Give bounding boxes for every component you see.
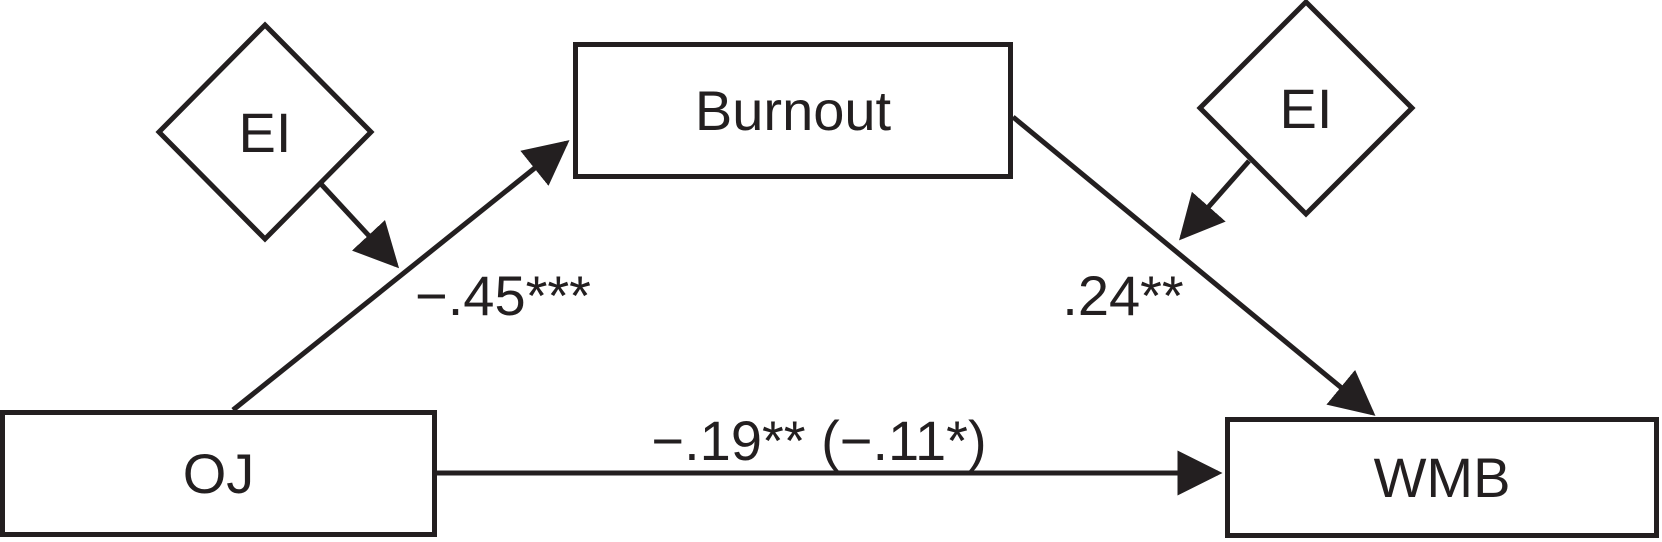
oj-node: OJ — [0, 410, 437, 537]
wmb-node: WMB — [1225, 417, 1659, 538]
oj-wmb-coefficient: −.19** (−.11*) — [651, 409, 987, 472]
ei-right-diamond — [1196, 0, 1416, 218]
ei-left-diamond — [155, 21, 375, 243]
burnout-wmb-coefficient: .24** — [1062, 264, 1184, 327]
wmb-node-label: WMB — [1373, 445, 1511, 509]
oj-node-label: OJ — [182, 441, 255, 505]
ei-right-node-label: EI — [1279, 77, 1333, 140]
ei-left-node-label: EI — [238, 101, 292, 164]
burnout-node: Burnout — [573, 42, 1013, 179]
oj-burnout-coefficient: −.45*** — [415, 264, 591, 327]
ei-right-moderation-arrow — [1179, 159, 1251, 241]
burnout-node-label: Burnout — [694, 78, 892, 142]
burnout-wmb-arrow — [1011, 115, 1376, 416]
oj-burnout-arrow — [231, 140, 570, 412]
ei-left-moderation-arrow — [319, 182, 400, 269]
